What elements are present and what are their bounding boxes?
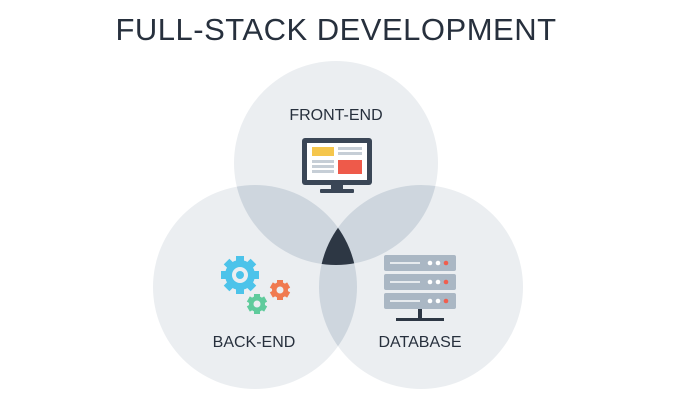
server-rack-icon [384, 255, 456, 321]
database-label: DATABASE [379, 334, 462, 351]
overlap-front-back [234, 185, 357, 265]
overlap-front-database [319, 185, 438, 265]
gears-icon [221, 256, 291, 314]
front-end-label: FRONT-END [289, 107, 382, 124]
diagram-title: FULL-STACK DEVELOPMENT [115, 12, 557, 47]
monitor-icon [302, 138, 372, 193]
back-end-label: BACK-END [213, 334, 296, 351]
